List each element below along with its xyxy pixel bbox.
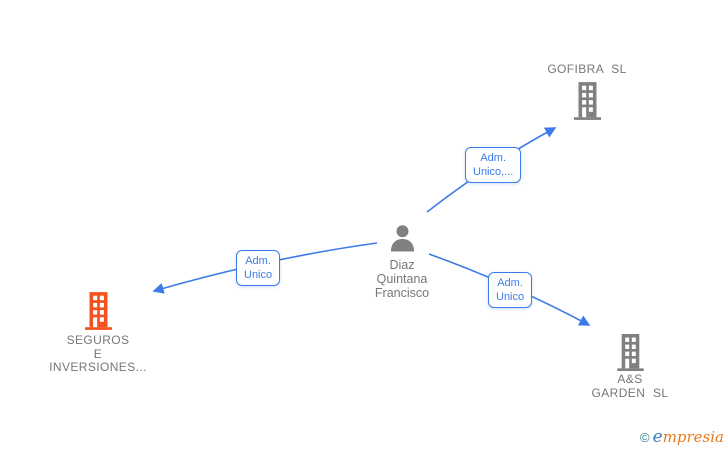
node-label-seguros: SEGUROS E INVERSIONES... xyxy=(49,333,147,374)
building-icon xyxy=(574,82,601,124)
logo-rest: mpresia xyxy=(662,428,724,446)
person-icon xyxy=(389,225,416,256)
empresia-watermark: © empresia xyxy=(640,427,724,447)
logo-letter-e: e xyxy=(652,427,663,447)
node-label-gofibra: GOFIBRA SL xyxy=(547,62,627,76)
edge-label-adm-unico-garden: Adm. Unico xyxy=(488,272,533,308)
node-person[interactable] xyxy=(389,224,416,257)
node-label-garden: A&S GARDEN SL xyxy=(591,372,669,400)
edge-label-adm-unico-seguros: Adm. Unico xyxy=(236,250,281,286)
node-label-person: Diaz Quintana Francisco xyxy=(374,258,430,300)
node-seguros[interactable] xyxy=(85,292,112,335)
building-icon xyxy=(85,292,112,334)
building-icon xyxy=(617,334,644,375)
empresia-logo: empresia xyxy=(653,427,724,447)
edge-label-adm-unico-gofibra: Adm. Unico,... xyxy=(465,147,522,183)
node-garden[interactable] xyxy=(617,334,644,376)
copyright-icon: © xyxy=(640,430,650,445)
node-gofibra[interactable] xyxy=(574,82,601,125)
